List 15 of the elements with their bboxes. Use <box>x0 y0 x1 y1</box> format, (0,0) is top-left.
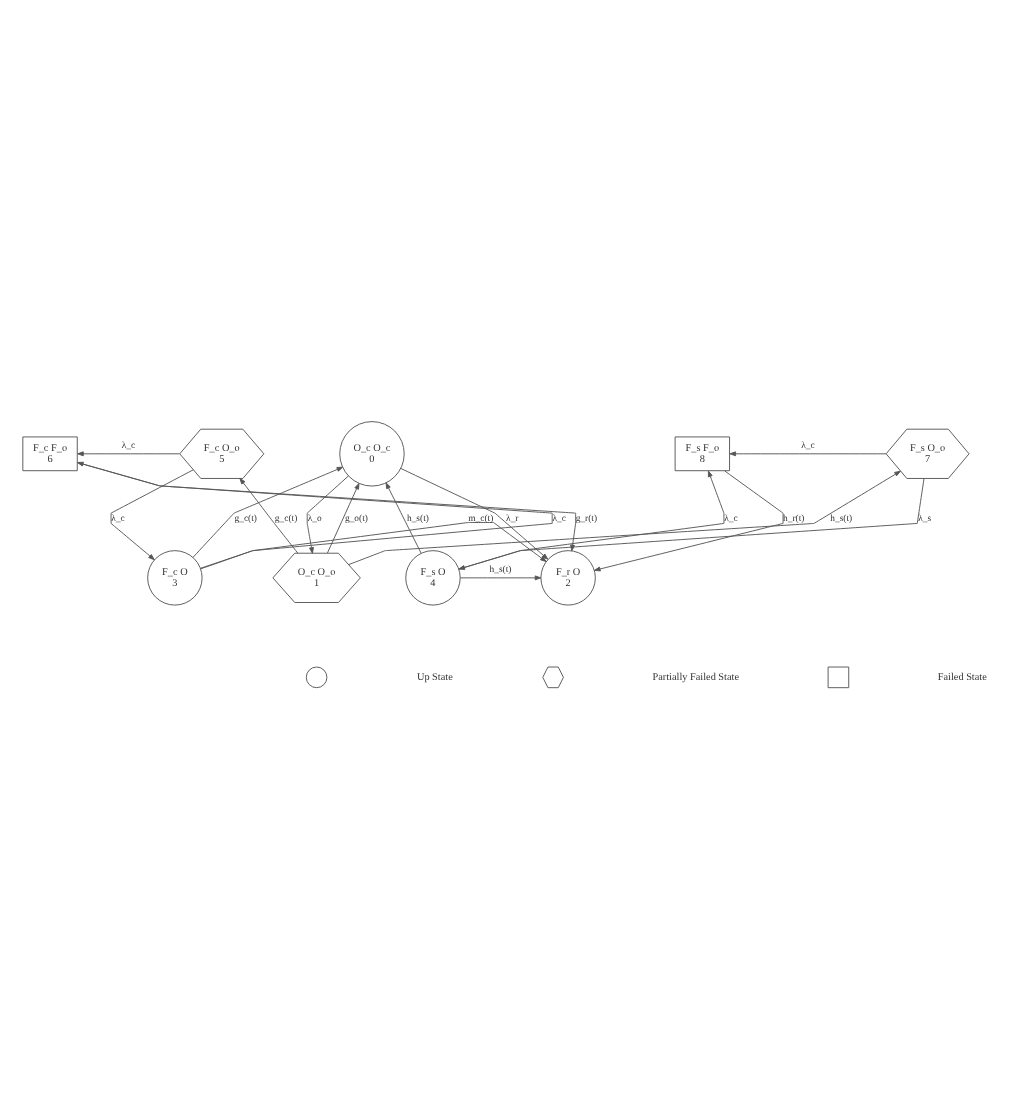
arrow <box>385 481 422 553</box>
arrow <box>326 481 360 553</box>
arrow <box>306 474 350 553</box>
arrow <box>594 469 784 571</box>
arrow <box>458 476 925 569</box>
arrow <box>200 521 547 569</box>
arrow <box>458 469 725 569</box>
arrow <box>192 465 344 557</box>
arrow <box>348 469 901 565</box>
arrow <box>459 574 542 580</box>
arrow <box>239 476 299 553</box>
arrow <box>110 468 194 560</box>
arrow <box>77 450 180 456</box>
arrow <box>400 466 549 559</box>
arrow <box>729 450 887 456</box>
